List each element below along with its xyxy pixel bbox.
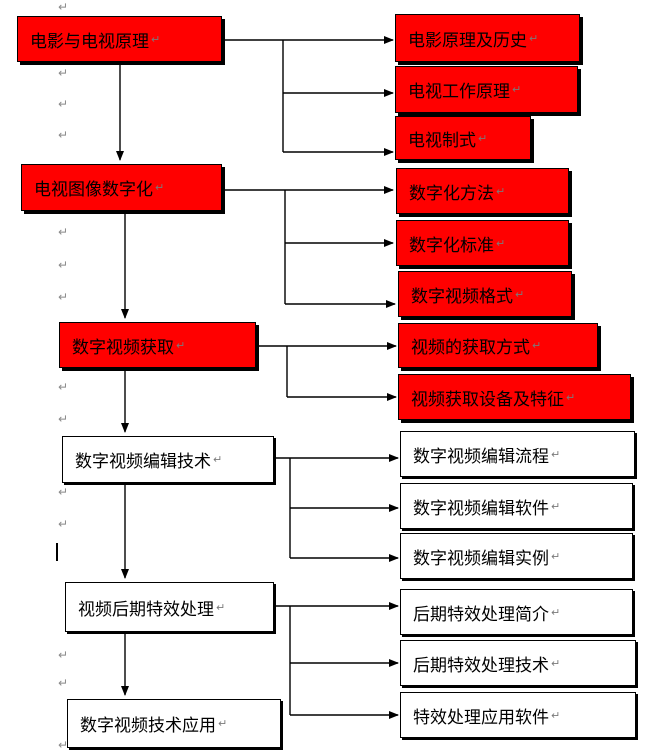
main-topic-label: 数字视频获取 — [72, 337, 174, 358]
subtopic-label: 数字化标准 — [409, 235, 494, 256]
paragraph-mark: ↵ — [478, 131, 488, 145]
subtopic-label: 电影原理及历史 — [408, 30, 527, 51]
main-topic-label: 数字视频技术应用 — [80, 716, 216, 736]
paragraph-mark: ↵ — [532, 339, 542, 352]
paragraph-mark: ↵ — [58, 225, 69, 239]
text-cursor — [56, 543, 58, 561]
subtopic-label: 数字视频编辑实例 — [413, 548, 549, 569]
paragraph-mark: ↵ — [551, 447, 561, 461]
subtopic-5-1: 后期特效处理简介↵ — [400, 589, 633, 635]
paragraph-mark: ↵ — [512, 83, 522, 96]
subtopic-2-2: 数字化标准↵ — [396, 220, 569, 266]
main-topic-label: 数字视频编辑技术 — [75, 452, 211, 472]
subtopic-label: 数字视频编辑流程 — [413, 446, 549, 467]
paragraph-mark: ↵ — [551, 605, 561, 619]
paragraph-mark: ↵ — [176, 338, 186, 352]
paragraph-mark: ↵ — [58, 412, 69, 426]
paragraph-mark: ↵ — [58, 517, 69, 531]
paragraph-mark: ↵ — [566, 390, 576, 404]
subtopic-2-1: 数字化方法↵ — [396, 168, 569, 214]
subtopic-3-1: 视频的获取方式↵ — [398, 323, 598, 368]
paragraph-mark: ↵ — [496, 236, 506, 250]
subtopic-label: 特效处理应用软件 — [413, 707, 549, 728]
subtopic-label: 视频的获取方式 — [411, 338, 530, 358]
paragraph-mark: ↵ — [529, 31, 539, 45]
subtopic-4-1: 数字视频编辑流程↵ — [400, 431, 635, 477]
subtopic-label: 电视工作原理 — [408, 82, 510, 102]
paragraph-mark: ↵ — [58, 676, 69, 690]
subtopic-label: 电视制式 — [408, 130, 476, 151]
paragraph-mark: ↵ — [155, 181, 165, 194]
paragraph-mark: ↵ — [58, 128, 69, 142]
paragraph-mark: ↵ — [551, 656, 561, 670]
subtopic-2-3: 数字视频格式↵ — [398, 271, 572, 317]
paragraph-mark: ↵ — [58, 0, 69, 14]
paragraph-mark: ↵ — [58, 66, 69, 80]
main-topic-5: 视频后期特效处理↵ — [65, 582, 274, 632]
main-topic-1: 电影与电视原理↵ — [17, 16, 222, 62]
subtopic-1-3: 电视制式↵ — [395, 116, 531, 160]
main-topic-3: 数字视频获取↵ — [59, 322, 256, 368]
main-topic-4: 数字视频编辑技术↵ — [62, 436, 274, 483]
subtopic-label: 数字视频格式 — [411, 286, 513, 307]
paragraph-mark: ↵ — [58, 258, 69, 272]
paragraph-mark: ↵ — [58, 290, 69, 304]
paragraph-mark: ↵ — [216, 600, 226, 614]
subtopic-label: 数字化方法 — [409, 183, 494, 204]
paragraph-mark: ↵ — [58, 485, 69, 499]
main-topic-label: 电影与电视原理 — [30, 31, 149, 52]
paragraph-mark: ↵ — [551, 549, 561, 563]
main-topic-label: 电视图像数字化 — [34, 180, 153, 200]
subtopic-label: 视频获取设备及特征 — [411, 389, 564, 410]
paragraph-mark: ↵ — [213, 453, 223, 466]
paragraph-mark: ↵ — [515, 287, 525, 301]
paragraph-mark: ↵ — [496, 184, 506, 198]
main-topic-2: 电视图像数字化↵ — [21, 164, 222, 211]
paragraph-mark: ↵ — [58, 380, 69, 394]
subtopic-5-3: 特效处理应用软件↵ — [400, 692, 636, 738]
main-topic-label: 视频后期特效处理 — [78, 599, 214, 620]
subtopic-1-2: 电视工作原理↵ — [395, 66, 578, 113]
paragraph-mark: ↵ — [58, 97, 69, 111]
subtopic-5-2: 后期特效处理技术↵ — [400, 640, 636, 686]
subtopic-label: 后期特效处理简介 — [413, 604, 549, 625]
paragraph-mark: ↵ — [551, 499, 561, 513]
paragraph-mark: ↵ — [218, 717, 228, 730]
subtopic-4-3: 数字视频编辑实例↵ — [400, 533, 633, 579]
subtopic-1-1: 电影原理及历史↵ — [395, 14, 580, 62]
main-topic-6: 数字视频技术应用↵ — [67, 699, 281, 748]
subtopic-label: 数字视频编辑软件 — [413, 498, 549, 519]
paragraph-mark: ↵ — [151, 32, 161, 46]
subtopic-3-2: 视频获取设备及特征↵ — [398, 374, 631, 420]
subtopic-4-2: 数字视频编辑软件↵ — [400, 483, 633, 529]
paragraph-mark: ↵ — [58, 738, 69, 752]
paragraph-mark: ↵ — [551, 708, 561, 722]
subtopic-label: 后期特效处理技术 — [413, 655, 549, 676]
paragraph-mark: ↵ — [58, 648, 69, 662]
